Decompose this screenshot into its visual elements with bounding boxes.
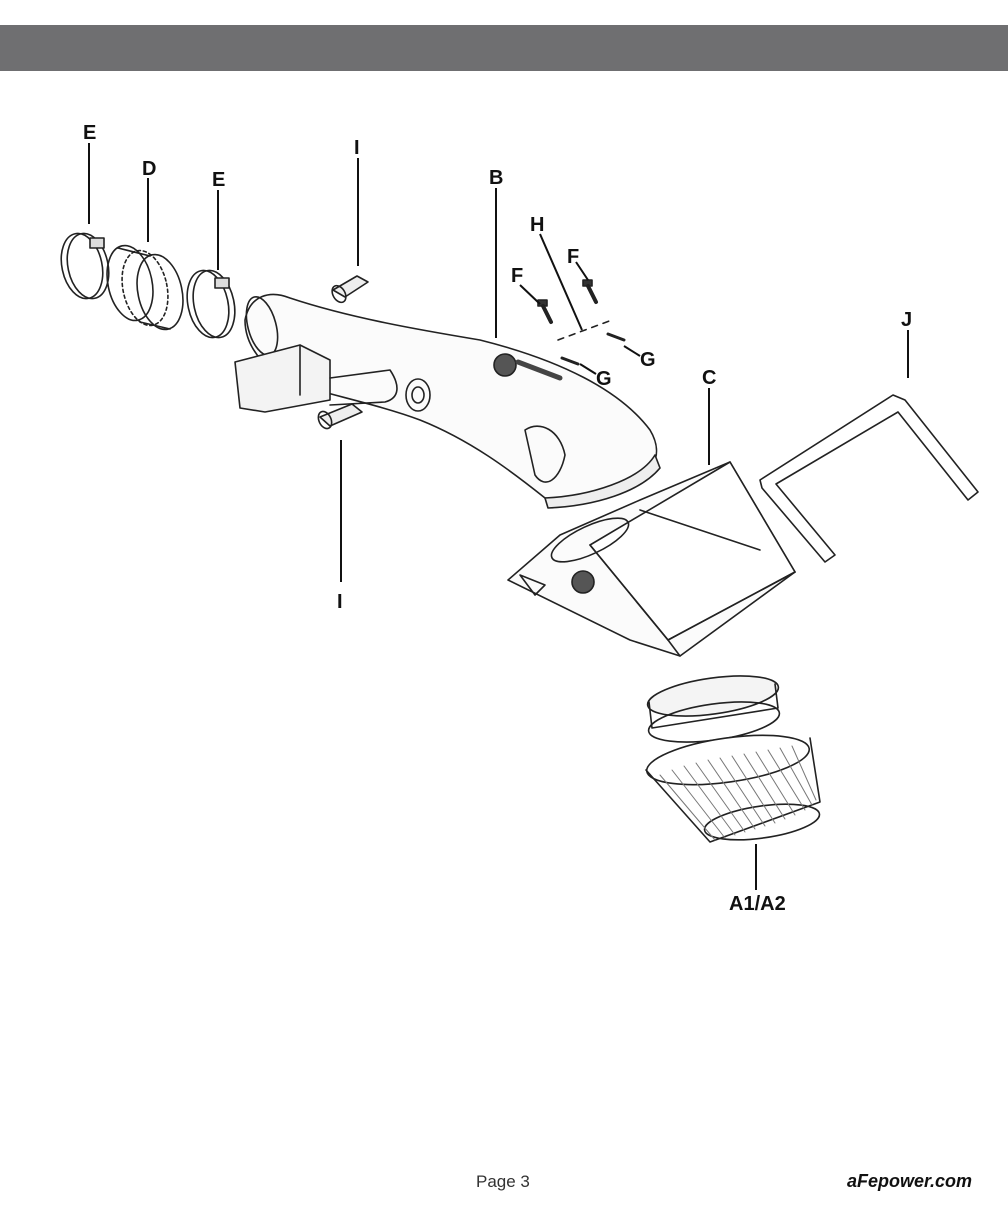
label-e-left: E (83, 122, 96, 144)
label-h: H (530, 214, 544, 236)
nut-g-left (560, 356, 580, 366)
label-i-bottom: I (337, 591, 343, 613)
label-b: B (489, 167, 503, 189)
air-filter-a1-a2 (645, 675, 821, 843)
header-bar (0, 25, 1008, 71)
fitting-i-bottom (317, 403, 363, 430)
hose-clamp-e-right (186, 269, 236, 339)
label-g-left: G (596, 368, 612, 390)
label-f-left: F (511, 265, 523, 287)
label-d: D (142, 158, 156, 180)
screw-f-right (582, 279, 598, 304)
hose-clamp-e-left (60, 232, 110, 300)
label-a1-a2: A1/A2 (729, 893, 786, 915)
heat-shield-c (507, 461, 796, 657)
label-c: C (702, 367, 716, 389)
label-j: J (901, 309, 912, 331)
intake-tube-b (234, 293, 661, 509)
page-number: Page 3 (476, 1172, 530, 1191)
afe-logo-tube (493, 353, 563, 381)
nut-g-right (606, 332, 626, 342)
silicone-coupler-d (106, 244, 184, 331)
label-e-right: E (212, 169, 225, 191)
label-g-right: G (640, 349, 656, 371)
fitting-i-top (331, 275, 369, 304)
label-i-top: I (354, 137, 360, 159)
leader-lines (88, 143, 909, 890)
afe-logo-shield (571, 570, 595, 594)
hardware-h (557, 319, 613, 341)
edge-trim-seal-j (759, 394, 979, 563)
website-url: aFepower.com (846, 1171, 972, 1191)
label-f-right: F (567, 246, 579, 268)
